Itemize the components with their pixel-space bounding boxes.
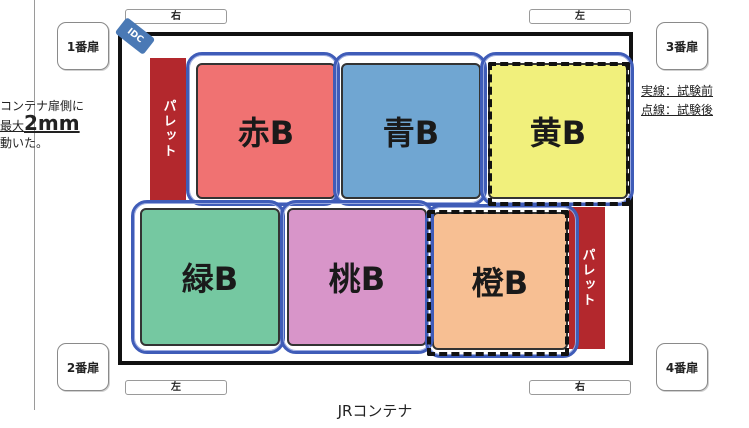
outline-before-green [131,200,285,354]
displacement-note: コンテナ扉側に 最大2mm 動いた。 [0,98,118,152]
box-pink: 桃B [287,208,427,346]
outline-after-yellow [488,62,630,206]
side-label-top-right: 左 [529,9,631,24]
door-1: 1番扉 [57,22,109,70]
note-line-1: コンテナ扉側に [0,99,85,113]
outline-after-orange [427,210,569,356]
legend-solid: 実線：試験前 [641,84,714,98]
side-label-bottom-left: 左 [125,380,227,395]
outline-before-blue [333,52,487,206]
door-2: 2番扉 [57,343,109,391]
side-label-bottom-right: 右 [529,380,631,395]
legend-note: 実線：試験前 点線：試験後 [641,82,713,120]
note-line-2: 最大2mm [0,113,118,135]
diagram-caption: JRコンテナ [337,402,413,420]
outline-before-red [186,52,340,206]
divider-line [34,0,35,410]
note-max-value: 2mm [24,111,80,135]
door-4: 4番扉 [656,343,708,391]
note-line-3: 動いた。 [0,136,49,150]
box-green: 緑B [140,208,280,346]
side-label-top-left: 右 [125,9,227,24]
pallet-right: パレット [569,207,605,349]
outline-before-pink [280,200,434,354]
pallet-left: パレット [150,58,186,200]
note-max-label: 最大 [0,119,25,133]
door-3: 3番扉 [656,22,708,70]
box-red: 赤B [196,63,336,199]
legend-dashed: 点線：試験後 [641,103,714,117]
